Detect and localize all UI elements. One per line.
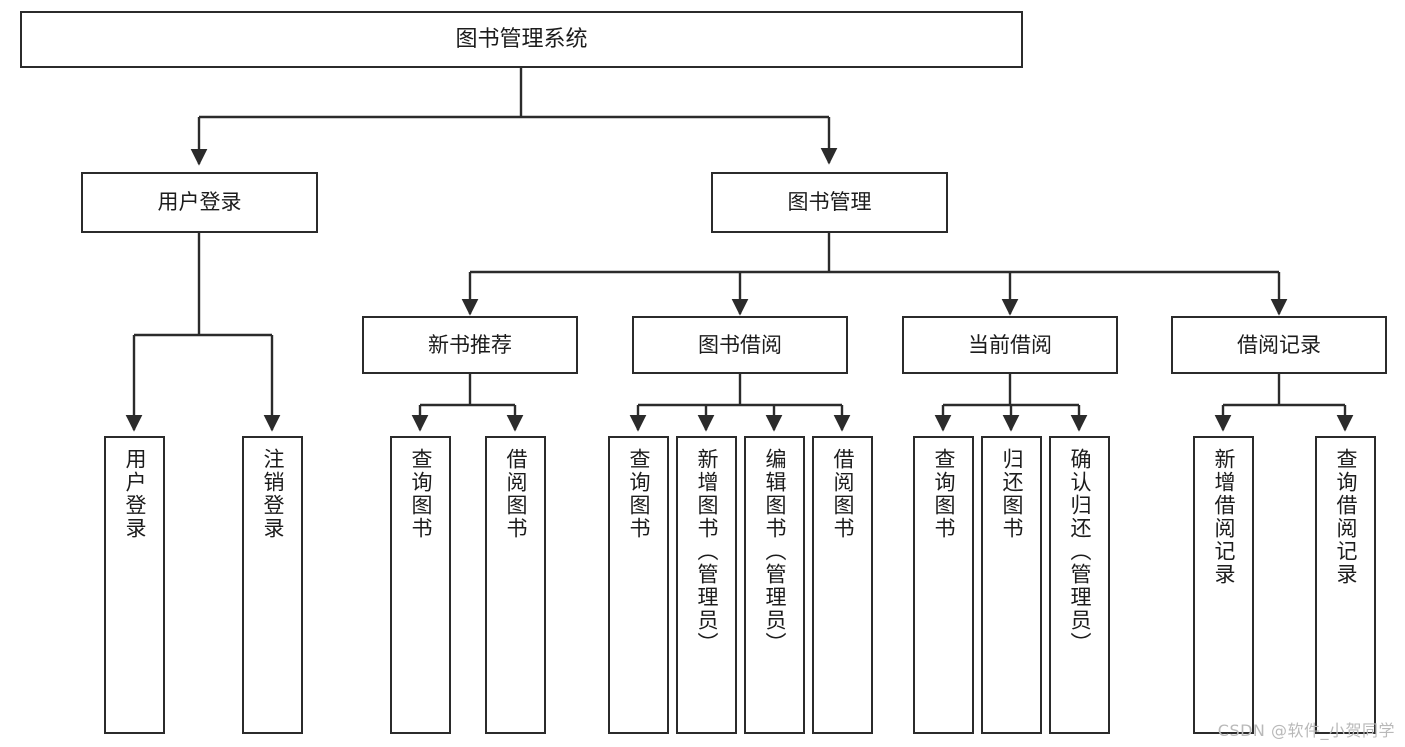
node-label: 新增图书（管理员） [695,448,719,655]
leaf-query-book-borrow[interactable]: 查询图书 [608,436,669,734]
node-label: 用户登录 [123,448,147,540]
node-label: 查询图书 [627,448,651,540]
node-book-manage[interactable]: 图书管理 [711,172,948,233]
leaf-add-borrow-record[interactable]: 新增借阅记录 [1193,436,1254,734]
leaf-confirm-return-admin[interactable]: 确认归还（管理员） [1049,436,1110,734]
leaf-logout-login[interactable]: 注销登录 [242,436,303,734]
node-borrow-record[interactable]: 借阅记录 [1171,316,1387,374]
node-new-book-recommend[interactable]: 新书推荐 [362,316,578,374]
node-label: 借阅图书 [504,448,528,540]
leaf-borrow-book-new-book[interactable]: 借阅图书 [485,436,546,734]
leaf-edit-book-admin[interactable]: 编辑图书（管理员） [744,436,805,734]
node-label: 查询图书 [409,448,433,540]
node-label: 用户登录 [157,190,242,215]
node-user-login[interactable]: 用户登录 [81,172,318,233]
leaf-query-book-current[interactable]: 查询图书 [913,436,974,734]
node-label: 新增借阅记录 [1212,448,1236,586]
node-root-system[interactable]: 图书管理系统 [20,11,1023,68]
node-book-borrow[interactable]: 图书借阅 [632,316,848,374]
node-label: 查询借阅记录 [1334,448,1358,586]
node-label: 借阅图书 [831,448,855,540]
node-label: 图书借阅 [698,332,782,357]
node-label: 图书管理系统 [455,26,588,52]
node-current-borrow[interactable]: 当前借阅 [902,316,1118,374]
node-label: 图书管理 [787,190,872,215]
node-label: 当前借阅 [968,332,1052,357]
leaf-borrow-book-borrow[interactable]: 借阅图书 [812,436,873,734]
node-label: 新书推荐 [428,332,512,357]
csdn-watermark: CSDN @软件_小贺同学 [1217,721,1395,740]
node-label: 归还图书 [1000,448,1024,540]
node-label: 确认归还（管理员） [1068,448,1092,655]
node-label: 注销登录 [261,448,285,540]
leaf-query-borrow-record[interactable]: 查询借阅记录 [1315,436,1376,734]
node-label: 编辑图书（管理员） [763,448,787,655]
node-label: 查询图书 [932,448,956,540]
leaf-user-login[interactable]: 用户登录 [104,436,165,734]
node-label: 借阅记录 [1237,332,1321,357]
leaf-query-book-new-book[interactable]: 查询图书 [390,436,451,734]
leaf-add-book-admin[interactable]: 新增图书（管理员） [676,436,737,734]
leaf-return-book[interactable]: 归还图书 [981,436,1042,734]
